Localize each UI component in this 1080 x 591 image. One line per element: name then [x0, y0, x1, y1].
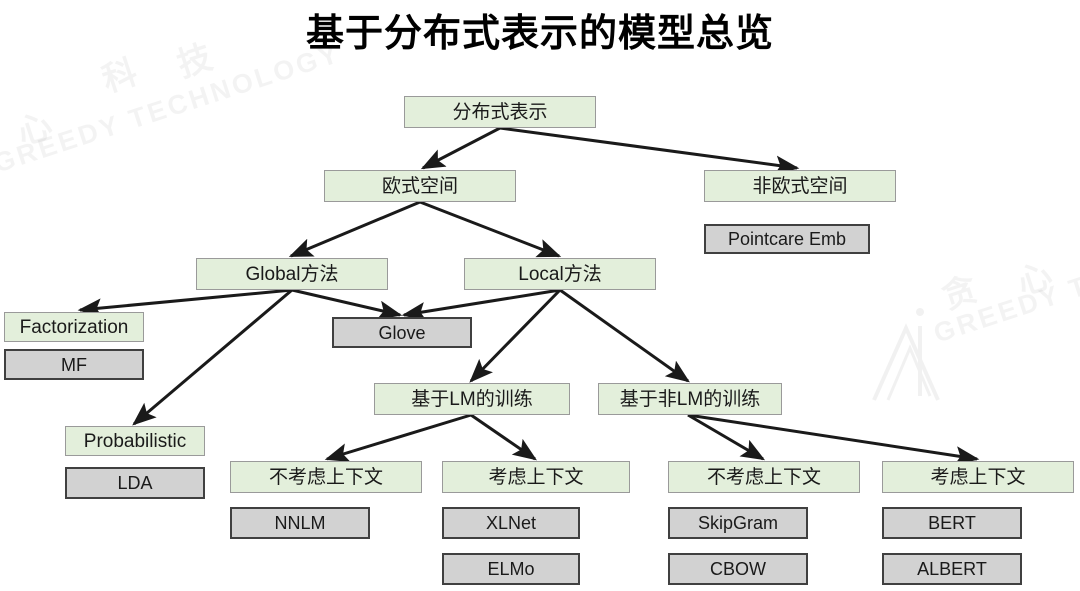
node-label: 基于LM的训练 — [411, 388, 533, 410]
node-label: BERT — [928, 513, 976, 533]
node-factorization[interactable]: Factorization — [4, 312, 144, 342]
edge-root-to-euclid — [420, 126, 501, 170]
node-label: LDA — [117, 473, 153, 493]
edge-euclid-to-local — [419, 200, 562, 258]
node-label: MF — [61, 354, 87, 375]
edge-global-to-factorization — [77, 288, 293, 318]
node-label: Glove — [378, 322, 426, 343]
watermark-text: 心 — [1010, 247, 1057, 304]
node-albert[interactable]: ALBERT — [882, 553, 1022, 585]
node-bert[interactable]: BERT — [882, 507, 1022, 539]
node-label: Probabilistic — [83, 430, 187, 452]
edge-lm-train-to-ctx-1 — [324, 413, 472, 462]
node-ctx-4[interactable]: 考虑上下文 — [882, 461, 1074, 493]
watermark-text: 心 — [10, 97, 57, 154]
node-xlnet[interactable]: XLNet — [442, 507, 580, 539]
node-ctx-2[interactable]: 考虑上下文 — [442, 461, 630, 493]
watermark-text: GREEDY T — [930, 270, 1080, 349]
node-label: 考虑上下文 — [930, 466, 1026, 488]
node-euclid[interactable]: 欧式空间 — [324, 170, 516, 202]
node-label: XLNet — [485, 513, 537, 533]
node-noneuclid[interactable]: 非欧式空间 — [704, 170, 896, 202]
node-label: NNLM — [274, 513, 326, 533]
node-local[interactable]: Local方法 — [464, 258, 656, 290]
watermark-text: 贪 — [935, 261, 982, 318]
edge-global-to-probabilistic — [132, 288, 293, 426]
node-label: ELMo — [487, 559, 535, 579]
node-label: ALBERT — [917, 559, 987, 579]
node-nonlm-train[interactable]: 基于非LM的训练 — [598, 383, 782, 415]
edge-local-to-lm-train — [469, 288, 562, 383]
node-label: 考虑上下文 — [488, 466, 584, 488]
edge-root-to-noneuclid — [499, 126, 800, 175]
node-label: 非欧式空间 — [752, 175, 848, 197]
node-label: Pointcare Emb — [727, 229, 847, 249]
node-label: 分布式表示 — [452, 101, 548, 123]
node-cbow[interactable]: CBOW — [668, 553, 808, 585]
edge-local-to-glove — [401, 288, 561, 322]
node-ctx-3[interactable]: 不考虑上下文 — [668, 461, 860, 493]
node-label: 不考虑上下文 — [268, 466, 383, 488]
node-glove[interactable]: Glove — [332, 317, 472, 348]
node-lm-train[interactable]: 基于LM的训练 — [374, 383, 570, 415]
node-label: Local方法 — [518, 263, 602, 285]
ai-logo-mark — [872, 308, 940, 401]
node-root[interactable]: 分布式表示 — [404, 96, 596, 128]
page-title: 基于分布式表示的模型总览 — [305, 13, 774, 55]
node-label: Factorization — [19, 316, 129, 338]
node-label: 不考虑上下文 — [706, 466, 821, 488]
node-ctx-1[interactable]: 不考虑上下文 — [230, 461, 422, 493]
node-elmo[interactable]: ELMo — [442, 553, 580, 585]
node-probabilistic[interactable]: Probabilistic — [65, 426, 205, 456]
edge-global-to-glove — [291, 288, 403, 320]
node-mf[interactable]: MF — [4, 349, 144, 380]
edge-euclid-to-global — [288, 200, 421, 258]
node-label: CBOW — [710, 559, 766, 579]
node-label: SkipGram — [697, 513, 778, 533]
node-nnlm[interactable]: NNLM — [230, 507, 370, 539]
node-pointcare[interactable]: Pointcare Emb — [704, 224, 870, 254]
edge-lm-train-to-ctx-2 — [470, 413, 537, 461]
node-label: Global方法 — [245, 263, 339, 285]
edge-nonlm-train-to-ctx-3 — [687, 413, 766, 461]
edge-nonlm-train-to-ctx-4 — [687, 413, 980, 466]
edge-local-to-nonlm-train — [559, 288, 690, 383]
node-skipgram[interactable]: SkipGram — [668, 507, 808, 539]
node-lda[interactable]: LDA — [65, 467, 205, 499]
node-global[interactable]: Global方法 — [196, 258, 388, 290]
watermark-text: GREEDY TECHNOLOGY — [0, 38, 344, 180]
node-label: 欧式空间 — [381, 175, 458, 197]
node-label: 基于非LM的训练 — [619, 388, 761, 410]
